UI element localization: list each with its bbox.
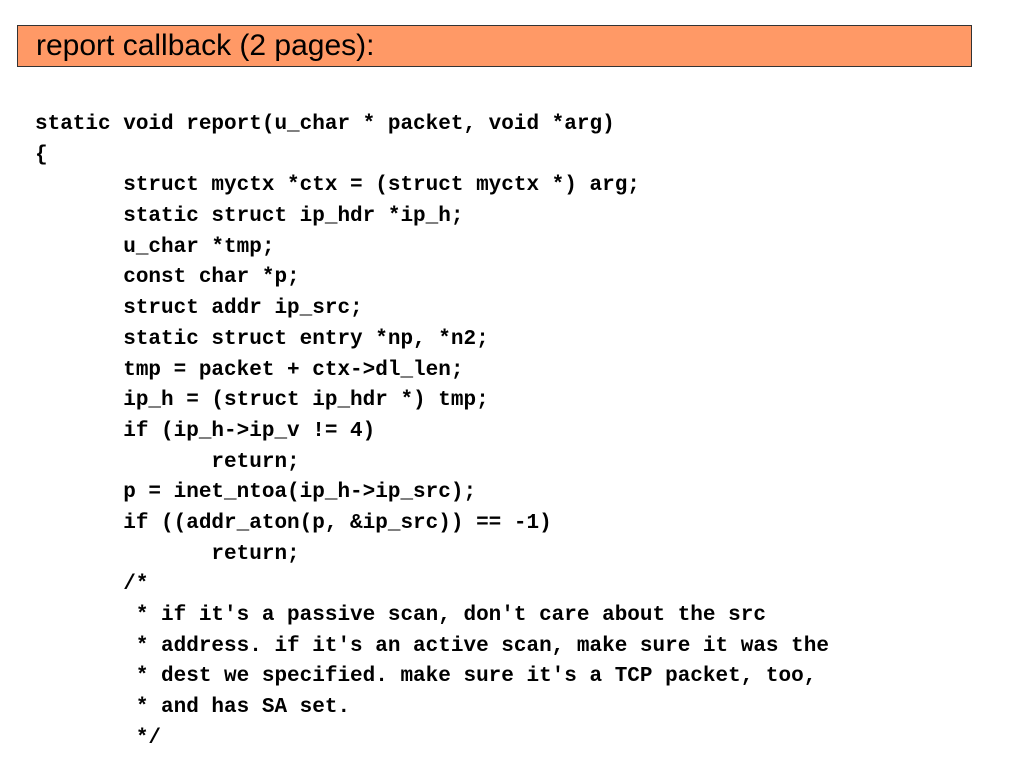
code-line: * and has SA set. bbox=[35, 696, 351, 720]
code-line: * if it's a passive scan, don't care abo… bbox=[35, 604, 766, 627]
code-line: */ bbox=[35, 726, 162, 750]
code-line: const char *p; bbox=[35, 266, 300, 290]
code-line: static void report(u_char * packet, void… bbox=[35, 113, 615, 136]
code-line: static struct entry *np, *n2; bbox=[35, 327, 489, 351]
code-line: /* bbox=[35, 573, 149, 597]
code-line: return; bbox=[35, 450, 300, 474]
code-block: static void report(u_char * packet, void… bbox=[35, 110, 829, 754]
slide-title-bar: report callback (2 pages): bbox=[17, 25, 972, 67]
slide-title: report callback (2 pages): bbox=[36, 29, 375, 62]
code-line: { bbox=[35, 143, 48, 167]
code-line: p = inet_ntoa(ip_h->ip_src); bbox=[35, 481, 477, 505]
code-line: u_char *tmp; bbox=[35, 235, 275, 259]
code-line: struct addr ip_src; bbox=[35, 297, 363, 321]
code-line: if (ip_h->ip_v != 4) bbox=[35, 419, 376, 443]
code-line: tmp = packet + ctx->dl_len; bbox=[35, 358, 464, 382]
code-line: static struct ip_hdr *ip_h; bbox=[35, 205, 464, 229]
code-line: * address. if it's an active scan, make … bbox=[35, 634, 829, 658]
code-line: struct myctx *ctx = (struct myctx *) arg… bbox=[35, 174, 640, 198]
code-line: if ((addr_aton(p, &ip_src)) == -1) bbox=[35, 511, 552, 535]
code-line: * dest we specified. make sure it's a TC… bbox=[35, 665, 817, 689]
code-line: ip_h = (struct ip_hdr *) tmp; bbox=[35, 389, 489, 413]
code-line: return; bbox=[35, 542, 300, 566]
